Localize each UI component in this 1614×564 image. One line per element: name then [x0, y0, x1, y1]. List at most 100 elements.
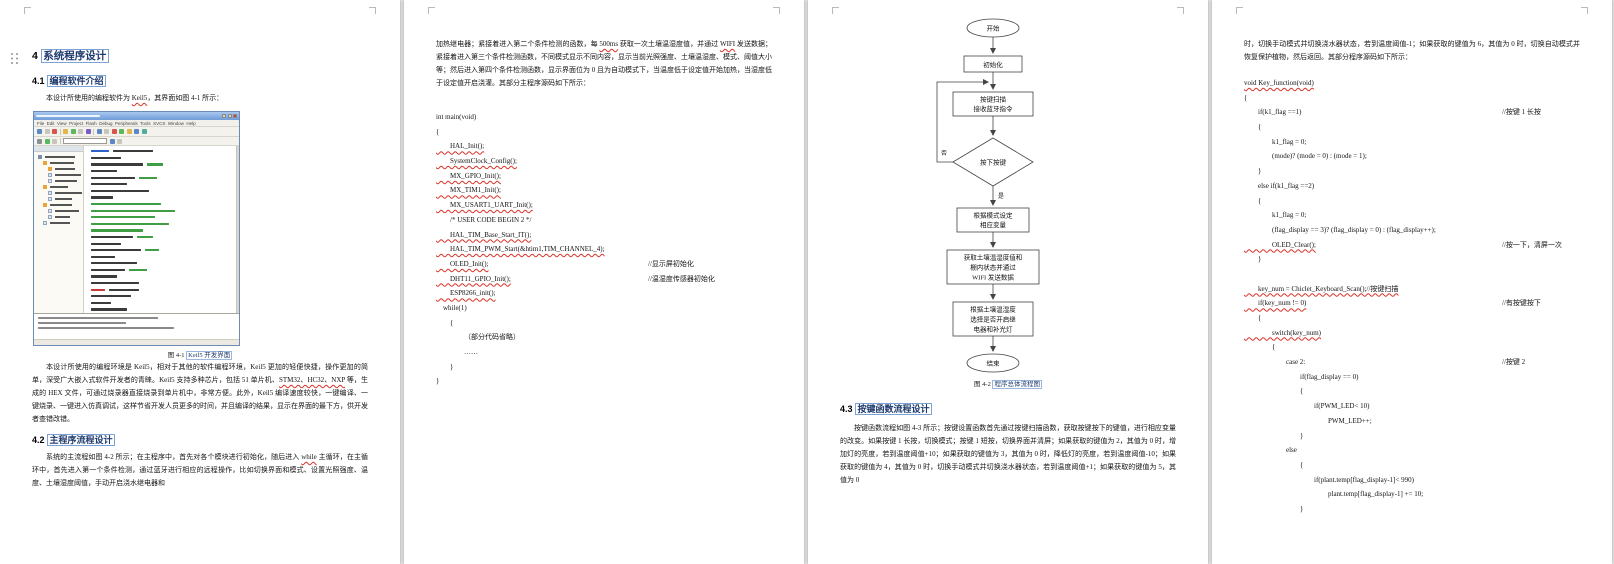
text-run: 发送数据；紧接着进入第三个条件检测函数，不同模式显示不同内容，显示当前光照强度、… — [436, 40, 773, 87]
paragraph: 本设计所使用的编程软件为 Keil5，其界面如图 4-1 所示： — [32, 92, 368, 105]
text-run: ，其界面如图 4-1 所示： — [147, 94, 224, 102]
svg-text:否: 否 — [941, 150, 947, 157]
target-select — [63, 138, 107, 144]
code-comment: //有按键按下 — [1502, 299, 1541, 308]
svg-text:按下按键: 按下按键 — [980, 158, 1007, 167]
ide-project-tree — [34, 146, 84, 313]
code-line: { — [1244, 93, 1248, 102]
code-comment: //温湿度传感器初始化 — [648, 274, 715, 283]
svg-text:开始: 开始 — [987, 24, 1001, 33]
paragraph: 系统的主流程如图 4-2 所示；在主程序中，首先对各个模块进行初始化，随后进入 … — [32, 451, 368, 490]
window-buttons — [222, 114, 237, 118]
code-line: plant.temp[flag_display-1] += 10; — [1244, 490, 1424, 499]
key-function-code-listing: void Key_function(void) { if(k1_flag ==1… — [1244, 76, 1580, 517]
code-comment: //显示屏初始化 — [648, 259, 694, 268]
ide-toolbar-build — [34, 137, 239, 146]
text-run: 500ms — [599, 40, 619, 48]
code-line: { — [1244, 314, 1262, 322]
code-line: if(key_num != 0)//有按键按下 — [1244, 296, 1580, 311]
code-line: } — [1244, 167, 1262, 176]
caption-number: 图 4-1 — [167, 352, 185, 359]
section-heading-4: 4 系统程序设计 — [32, 48, 109, 63]
code-line: else — [1244, 446, 1297, 455]
svg-text:是: 是 — [998, 193, 1004, 200]
code-line: { — [436, 127, 440, 136]
code-line: { — [1244, 196, 1262, 205]
drag-handle-icon[interactable] — [11, 53, 14, 56]
code-line: OLED_Clear();//按一下，清屏一次 — [1244, 238, 1580, 253]
document-page-1: 4 系统程序设计 4.1 编程软件介绍 本设计所使用的编程软件为 Keil5，其… — [0, 0, 400, 564]
text-run: 按键函数流程如图 4-3 所示；按键设置函数首先通过按键扫描函数，获取按键按下的… — [840, 424, 1176, 484]
paragraph: 本设计所使用的编程环境是 Keil5，相对于其他的软件编程环境，Keil5 更加… — [32, 361, 368, 426]
flow-get-process — [946, 249, 1040, 285]
main-code-listing: int main(void) { HAL_Init(); SystemClock… — [436, 110, 772, 389]
code-line: { — [1244, 343, 1276, 352]
text-boundary-mark — [832, 7, 839, 14]
heading-number: 4 — [32, 50, 38, 62]
text-run: Keil5 — [131, 94, 148, 102]
text-run: 系统的主流程如图 4-2 所示；在主程序中，首先对各个模块进行初始化，随后进入 — [46, 453, 302, 461]
program-flowchart: 开始 初始化 按键扫描 接收蓝牙指令 按下按键 否 是 根据模式设定 相应变量 … — [936, 18, 1040, 373]
ide-menubar: File Edit View Project Flash Debug Perip… — [34, 120, 239, 127]
flow-set-process — [956, 207, 1030, 233]
caption-text: Keil5 开发界面 — [186, 351, 233, 360]
flow-no-loop-arrow — [936, 79, 989, 163]
code-line: SystemClock_Config(); — [436, 157, 517, 166]
document-page-3: 开始 初始化 按键扫描 接收蓝牙指令 按下按键 否 是 根据模式设定 相应变量 … — [808, 0, 1208, 564]
svg-text:WIFI 发送数据: WIFI 发送数据 — [972, 273, 1014, 282]
document-page-4: 时，切换手动模式并切换浇水器状态，若到温度阈值-1；如果获取的键值为 6，其值为… — [1212, 0, 1612, 564]
figure-caption-4-2: 图 4-2 程序总体流程图 — [840, 378, 1176, 389]
code-line: HAL_TIM_PWM_Start(&htim1,TIM_CHANNEL_4); — [436, 245, 605, 254]
document-page-2: 加热继电器；紧接着进入第二个条件检测的函数，每 500ms 获取一次土壤温湿度值… — [404, 0, 804, 564]
text-run: while — [301, 453, 317, 461]
code-line: MX_GPIO_Init(); — [436, 171, 501, 180]
section-heading-4-3: 4.3 按键函数流程设计 — [840, 402, 933, 415]
text-run: WIFI — [719, 40, 736, 48]
code-line: void Key_function(void) — [1244, 79, 1314, 87]
text-boundary-mark — [24, 7, 31, 14]
ide-statusbar — [34, 339, 239, 345]
paragraph: 时，切换手动模式并切换浇水器状态，若到温度阈值-1；如果获取的键值为 6，其值为… — [1244, 38, 1580, 64]
paragraph: 加热继电器；紧接着进入第二个条件检测的函数，每 500ms 获取一次土壤温湿度值… — [436, 38, 772, 90]
figure-caption-4-1: 图 4-1 Keil5 开发界面 — [32, 349, 368, 360]
svg-text:根据模式设定: 根据模式设定 — [974, 211, 1014, 220]
code-line: while(1) — [436, 303, 467, 312]
code-line: { — [1244, 387, 1304, 396]
code-line: { — [1244, 460, 1304, 469]
code-line: } — [1244, 431, 1304, 440]
code-line: ESP8266_init(); — [436, 289, 496, 298]
text-run: 本设计所使用的编程环境是 Keil5，相对于其他的软件编程环境，Keil5 更加… — [32, 363, 368, 384]
code-line: …… — [436, 348, 478, 356]
text-boundary-mark — [773, 7, 780, 14]
code-comment: //按一下，清屏一次 — [1502, 240, 1562, 249]
keil-ide-screenshot: File Edit View Project Flash Debug Perip… — [33, 111, 240, 346]
code-comment: //按键 1 长按 — [1502, 108, 1541, 117]
heading-number: 4.2 — [32, 435, 45, 445]
svg-text:相应变量: 相应变量 — [980, 220, 1007, 229]
flow-control-process — [952, 301, 1034, 337]
code-line: } — [436, 362, 454, 371]
code-line: (flag_display == 3)? (flag_display = 0) … — [1244, 225, 1436, 234]
text-boundary-mark — [1581, 7, 1588, 14]
code-line: HAL_Init(); — [436, 142, 485, 151]
text-boundary-mark — [369, 7, 376, 14]
project-tree-header — [34, 146, 83, 152]
caption-text: 程序总体流程图 — [992, 380, 1042, 389]
code-line: OLED_Init();//显示屏初始化 — [436, 257, 772, 272]
flow-end-terminator — [966, 353, 1020, 373]
svg-text:获取土壤温湿度值和: 获取土壤温湿度值和 — [964, 253, 1023, 262]
svg-text:按键扫描: 按键扫描 — [980, 95, 1007, 104]
svg-text:棚内状态并通过: 棚内状态并通过 — [970, 263, 1016, 272]
maximize-icon — [227, 114, 232, 118]
heading-text: 编程软件介绍 — [47, 75, 107, 87]
close-icon — [233, 114, 237, 118]
code-line: } — [1244, 504, 1304, 513]
svg-text:选择是否开启继: 选择是否开启继 — [970, 315, 1016, 324]
heading-text: 按键函数流程设计 — [855, 403, 933, 415]
code-line: if(flag_display == 0) — [1244, 372, 1359, 381]
code-line: switch(key_num) — [1244, 328, 1321, 337]
minimize-icon — [222, 114, 226, 118]
code-line: MX_TIM1_Init(); — [436, 186, 501, 195]
code-line: } — [436, 377, 440, 386]
code-line: key_num = Chiclet_Keyboard_Scan();//按键扫描 — [1244, 284, 1399, 293]
